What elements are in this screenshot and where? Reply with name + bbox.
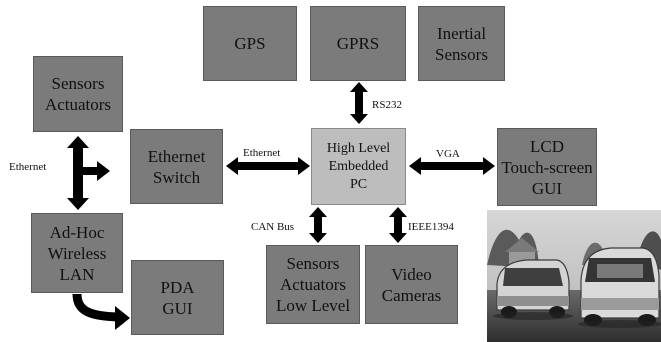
lcd-touchscreen-label: LCD Touch-screen GUI xyxy=(501,136,593,198)
gprs-box: GPRS xyxy=(310,6,406,81)
video-cameras-box: Video Cameras xyxy=(365,245,458,324)
ethernet-switch-pc-label: Ethernet xyxy=(243,147,281,159)
video-cameras-label: Video Cameras xyxy=(381,264,442,305)
can-bus-label: CAN Bus xyxy=(251,221,295,233)
ethernet-switch-pc-arrow xyxy=(226,157,310,175)
ethernet-switch-box: Ethernet Switch xyxy=(130,129,223,204)
sensors-actuators-low-level-label: Sensors Actuators Low Level xyxy=(275,254,351,315)
vga-label: VGA xyxy=(436,148,460,160)
sensors-actuators-low-level-box: Sensors Actuators Low Level xyxy=(266,245,360,324)
rs232-arrow xyxy=(350,82,368,124)
ieee1394-arrow xyxy=(389,207,407,243)
pda-gui-label: PDA GUI xyxy=(160,277,195,318)
embedded-pc-box: High Level Embedded PC xyxy=(311,128,406,205)
ethernet-left-label: Ethernet xyxy=(9,161,47,173)
vga-arrow xyxy=(409,157,495,175)
ethernet-switch-label: Ethernet Switch xyxy=(147,146,206,187)
gps-label: GPS xyxy=(234,34,266,53)
sensors-actuators-box: Sensors Actuators xyxy=(33,56,123,132)
embedded-pc-label: High Level Embedded PC xyxy=(326,140,391,192)
ieee1394-label: IEEE1394 xyxy=(408,221,454,233)
rs232-label: RS232 xyxy=(372,99,402,111)
inertial-sensors-box: Inertial Sensors xyxy=(418,6,505,81)
can-bus-arrow xyxy=(309,207,327,243)
inertial-sensors-label: Inertial Sensors xyxy=(435,23,488,64)
adhoc-pda-arrow xyxy=(72,293,118,322)
pda-gui-box: PDA GUI xyxy=(131,260,224,335)
vehicles-photo xyxy=(487,210,661,342)
ethernet-left-arrow xyxy=(67,136,110,210)
gprs-label: GPRS xyxy=(336,34,380,53)
adhoc-wireless-lan-label: Ad-Hoc Wireless LAN xyxy=(47,222,107,284)
sensors-actuators-label: Sensors Actuators xyxy=(44,74,112,114)
gps-box: GPS xyxy=(203,6,297,81)
lcd-touchscreen-box: LCD Touch-screen GUI xyxy=(497,128,597,206)
adhoc-wireless-lan-box: Ad-Hoc Wireless LAN xyxy=(31,213,123,293)
adhoc-pda-arrowhead xyxy=(115,306,130,330)
